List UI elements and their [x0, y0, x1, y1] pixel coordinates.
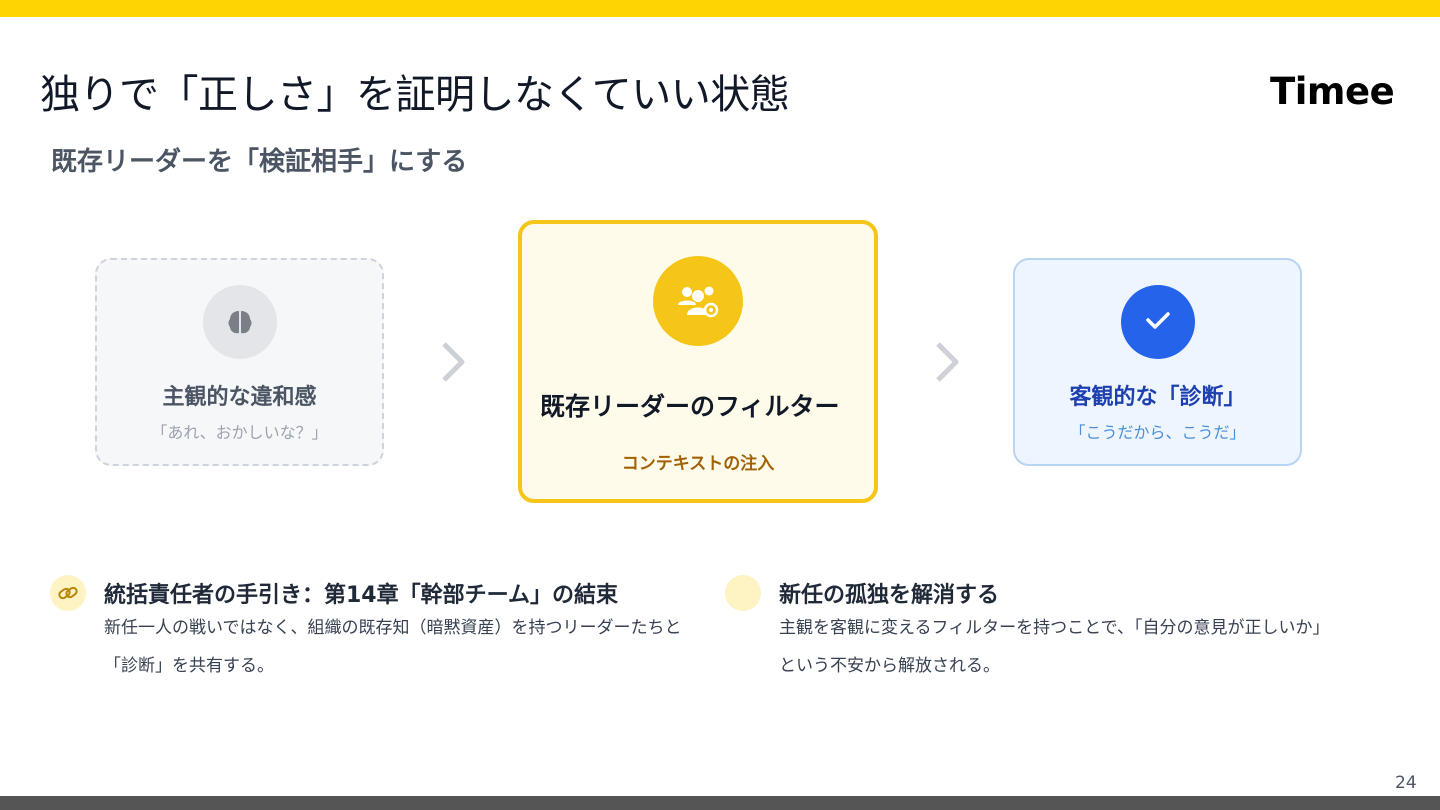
card-subtitle: コンテキストの注入	[621, 454, 775, 474]
slide-title: 独りで「正しさ」を証明しなくていい状態	[40, 72, 790, 118]
slide-subtitle: 既存リーダーを「検証相手」にする	[51, 147, 468, 177]
chevron-right-icon	[442, 342, 465, 382]
card-objective-diagnosis: 客観的な「診断」 「こうだから、こうだ」	[1013, 258, 1302, 466]
users-gear-icon	[653, 256, 743, 346]
card-title: 客観的な「診断」	[1069, 385, 1246, 410]
footer-bar	[0, 796, 1440, 810]
note-body: 主観を客観に変えるフィルターを持つことで、「自分の意見が正しいか」という不安から…	[779, 618, 1330, 676]
card-title: 既存リーダーのフィルター	[540, 392, 840, 421]
card-leader-filter: 既存リーダーのフィルター コンテキストの注入	[518, 220, 878, 503]
chevron-right-icon	[936, 342, 959, 382]
check-icon	[1121, 285, 1195, 359]
card-subtitle: 「こうだから、こうだ」	[1069, 423, 1246, 442]
card-title: 主観的な違和感	[162, 385, 317, 410]
brand-logo: Timee	[1270, 70, 1395, 113]
note-title: 新任の孤独を解消する	[779, 583, 1000, 608]
note-body: 新任一人の戦いではなく、組織の既存知（暗黙資産）を持つリーダーたちと「診断」を共…	[104, 618, 682, 676]
note-title: 統括責任者の手引き：第14章「幹部チーム」の結束	[104, 583, 618, 608]
circle-icon	[725, 575, 761, 611]
brain-icon	[203, 285, 277, 359]
top-accent-bar	[0, 0, 1440, 17]
link-icon	[50, 575, 86, 611]
card-subjective-discomfort: 主観的な違和感 「あれ、おかしいな？」	[95, 258, 384, 466]
page-number: 24	[1395, 773, 1417, 793]
card-subtitle: 「あれ、おかしいな？」	[151, 423, 328, 442]
